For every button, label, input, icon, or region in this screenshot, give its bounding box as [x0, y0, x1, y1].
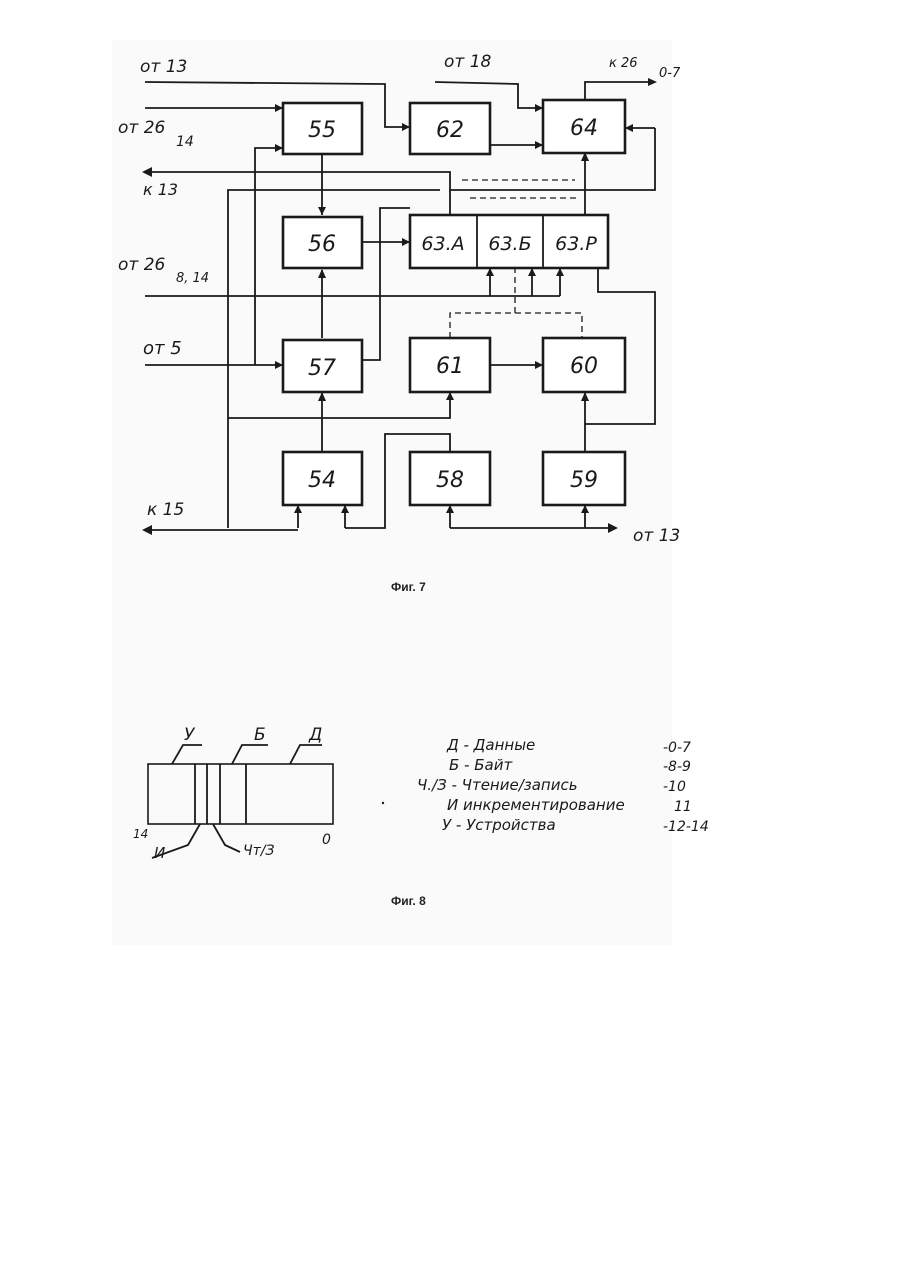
label-k15: к 15 [147, 500, 184, 520]
arrow-k15 [142, 525, 152, 535]
field-label-D: Д [308, 725, 322, 745]
fig7-blocks: 55 62 64 56 63.А 63.Б 63.Р 57 61 60 54 5… [283, 100, 625, 505]
arrow-ot13-bottom [608, 523, 618, 533]
block-54-label: 54 [308, 468, 336, 493]
figure-8-diagram: У Б Д И Чт/З 14 0 Д - Данные -0-7 Б - Ба… [133, 725, 709, 862]
block-64-label: 64 [570, 116, 598, 141]
label-k26-sub: 0-7 [659, 66, 681, 81]
block-62-label: 62 [436, 118, 464, 143]
leader-U [172, 745, 202, 764]
field-label-B: Б [254, 725, 266, 745]
block-58-label: 58 [436, 468, 464, 493]
arrow-k26 [648, 78, 657, 86]
block-59-label: 59 [570, 468, 598, 493]
block-63c-label: 63.Р [555, 233, 597, 255]
block-63a-label: 63.А [421, 233, 464, 255]
scan-speck [382, 802, 384, 804]
leader-D [290, 745, 322, 764]
arrow-60-from-59 [581, 392, 589, 401]
arrow-k13 [142, 167, 152, 177]
label-ot26-sub: 14 [176, 134, 194, 150]
label-k13: к 13 [143, 180, 178, 199]
arrow-56-in [318, 207, 326, 215]
legend-item-2-bits: -10 [663, 779, 686, 795]
label-ot26: от 26 [118, 118, 166, 138]
field-label-I: И [154, 844, 165, 862]
leader-B [232, 745, 268, 764]
label-ot13-bottom: от 13 [633, 526, 680, 546]
line-left-vertical-2 [255, 148, 283, 365]
legend-item-0-bits: -0-7 [663, 740, 691, 756]
legend-item-3-bits: 11 [674, 799, 692, 815]
figure-7-caption: Фиг. 7 [391, 580, 426, 594]
register-frame [148, 764, 333, 824]
line-ot13-to-62 [145, 82, 410, 127]
block-57-label: 57 [308, 356, 336, 381]
legend-item-4-bits: -12-14 [663, 819, 709, 835]
arrow-56-from-57 [318, 269, 326, 278]
figure-8-caption: Фиг. 8 [391, 894, 426, 908]
block-60-label: 60 [570, 354, 598, 379]
block-56-label: 56 [308, 232, 336, 257]
legend-item-1-bits: -8-9 [663, 759, 691, 775]
legend-item-4-text: У - Устройства [442, 816, 556, 834]
line-bus-to-61 [228, 392, 450, 418]
legend-item-0-text: Д - Данные [446, 736, 535, 754]
line-57-to-63 [362, 208, 410, 360]
block-61-label: 61 [436, 354, 464, 379]
field-label-ChZ: Чт/З [243, 843, 274, 859]
label-ot5: от 5 [143, 338, 182, 359]
bit-low-label: 0 [322, 832, 331, 848]
block-63b-label: 63.Б [488, 233, 531, 255]
line-to-k13 [145, 172, 450, 190]
arrow-57-from-54 [318, 392, 326, 401]
legend-item-3-text: И инкрементирование [447, 796, 625, 814]
label-ot26b-sub: 8, 14 [176, 271, 209, 286]
legend-item-1-text: Б - Байт [449, 756, 513, 774]
block-55-label: 55 [308, 118, 336, 143]
label-ot26b: от 26 [118, 255, 166, 275]
bit-high-label: 14 [133, 827, 148, 841]
leader-ChZ [213, 824, 240, 852]
legend-item-2-text: Ч./З - Чтение/запись [417, 776, 578, 794]
label-ot13-top: от 13 [140, 57, 187, 77]
label-k26: к 26 [609, 56, 638, 71]
dashed-61-60 [450, 313, 582, 338]
field-label-U: У [184, 725, 196, 745]
label-ot18: от 18 [444, 52, 492, 72]
